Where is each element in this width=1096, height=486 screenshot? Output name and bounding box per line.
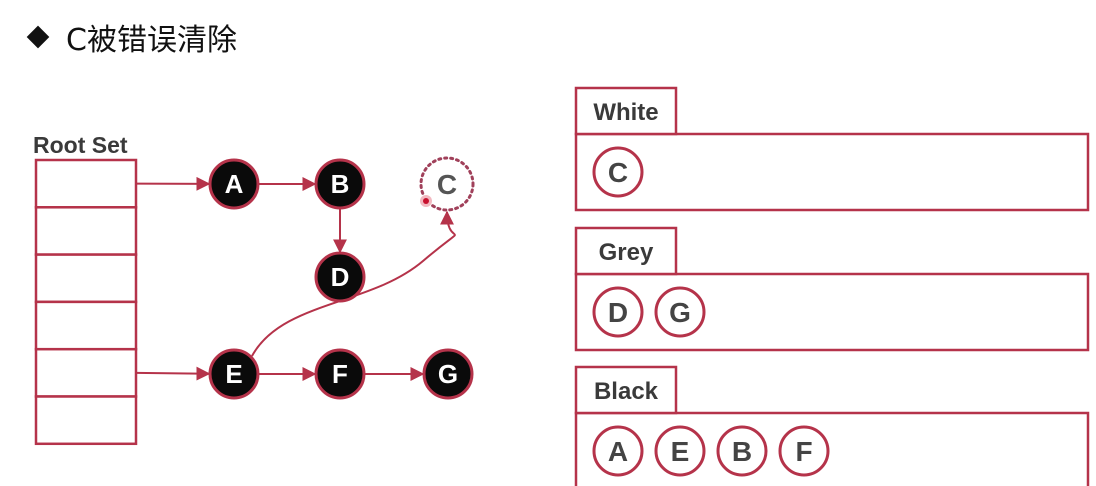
node-E-circle: [208, 348, 260, 400]
set-white-tab: [574, 86, 678, 136]
root-slot-5: [34, 395, 138, 446]
chip-circle: [654, 425, 706, 477]
root-slot-1: [34, 206, 138, 256]
chip-label: A: [608, 436, 628, 467]
node-E-label: E: [225, 359, 242, 389]
node-E: E: [208, 348, 260, 400]
set-black-box: [574, 411, 1090, 486]
node-C-label: C: [437, 169, 457, 200]
set-black-chip-A: A: [592, 425, 644, 477]
set-grey-box: [574, 272, 1090, 352]
node-A-label: A: [225, 169, 244, 199]
set-black-chip-B: B: [716, 425, 768, 477]
chip-label: E: [671, 436, 690, 467]
edge-root-4-E: [135, 366, 211, 381]
node-D-circle: [314, 251, 366, 303]
set-white-chip-C: C: [592, 146, 644, 198]
set-black-tab: [574, 365, 678, 415]
slide-title: C被错误清除: [24, 14, 237, 60]
set-grey-chip-D: D: [592, 286, 644, 338]
root-slot-4: [34, 347, 138, 398]
root-slot-3: [34, 300, 138, 351]
node-G: G: [422, 348, 474, 400]
node-A-circle: [208, 158, 260, 210]
node-D-label: D: [331, 262, 350, 292]
edge-E-C: [251, 210, 456, 357]
chip-label: B: [732, 436, 752, 467]
slide-title-text: C被错误清除: [66, 23, 237, 58]
set-black-label: Black: [594, 378, 659, 405]
chip-label: D: [608, 297, 628, 328]
cursor-dot-icon: [420, 195, 432, 207]
node-D: D: [314, 251, 366, 303]
node-G-label: G: [438, 359, 458, 389]
node-G-circle: [422, 348, 474, 400]
set-white-box: [574, 132, 1090, 212]
node-A: A: [208, 158, 260, 210]
set-grey-chip-G: G: [654, 286, 706, 338]
chip-circle: [592, 425, 644, 477]
set-grey-tab: [574, 226, 678, 276]
chip-circle: [654, 286, 706, 338]
chip-circle: [716, 425, 768, 477]
set-black-chip-F: F: [778, 425, 830, 477]
chip-label: F: [795, 436, 812, 467]
node-B: B: [314, 158, 366, 210]
chip-label: G: [669, 297, 691, 328]
root-slot-0: [34, 158, 138, 209]
node-F-circle: [314, 348, 366, 400]
chip-circle: [592, 286, 644, 338]
node-F: F: [314, 348, 366, 400]
root-slot-2: [34, 253, 138, 304]
object-nodes: A B C D E F G: [208, 156, 475, 400]
node-C: C: [419, 156, 475, 212]
set-grey-label: Grey: [599, 239, 654, 266]
node-B-label: B: [331, 169, 350, 199]
chip-circle: [592, 146, 644, 198]
root-set-label: Root Set: [33, 132, 128, 158]
set-black-chip-E: E: [654, 425, 706, 477]
chip-circle: [778, 425, 830, 477]
reference-edges: [135, 176, 456, 381]
node-B-circle: [314, 158, 366, 210]
root-set-table: [34, 158, 138, 446]
node-C-circle: [419, 156, 475, 212]
chip-label: C: [608, 157, 628, 188]
set-white-label: White: [593, 99, 658, 126]
node-F-label: F: [332, 359, 348, 389]
